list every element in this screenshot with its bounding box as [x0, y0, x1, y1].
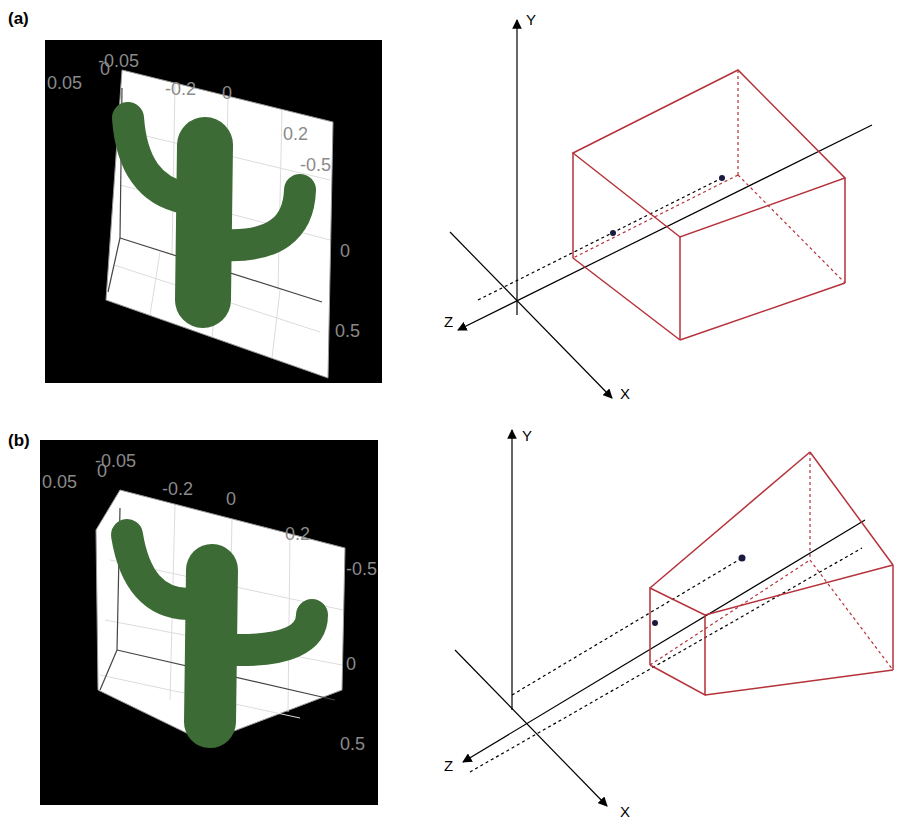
- tick-label: 0: [346, 655, 356, 673]
- cactus: [128, 118, 300, 300]
- tick-label: -0.5: [300, 156, 331, 174]
- tick-label: 0: [340, 242, 350, 260]
- tick-label: 0.2: [285, 525, 310, 543]
- axis-label: Y: [526, 12, 536, 27]
- tick-label: 0: [226, 490, 236, 508]
- axis-label: X: [620, 386, 630, 401]
- tick-label: 0.5: [340, 735, 365, 753]
- tick-label: 0: [100, 60, 110, 78]
- tick-label: 0.05: [47, 74, 82, 92]
- tick-label: -0.5: [346, 560, 377, 578]
- plot-panel: [40, 440, 378, 805]
- plot-panel: [45, 40, 382, 383]
- axis-label: Z: [444, 758, 453, 773]
- axis-label: Z: [444, 314, 453, 329]
- panel-label: (b): [8, 432, 30, 449]
- tick-label: -0.2: [162, 480, 193, 498]
- tick-label: 0: [97, 462, 107, 480]
- tick-label: 0.2: [283, 125, 308, 143]
- frustum-diagram: [455, 430, 893, 806]
- panel-label: (a): [8, 10, 29, 27]
- axis-label: Y: [522, 428, 532, 443]
- tick-label: -0.2: [165, 80, 196, 98]
- ortho-diagram: [450, 20, 872, 398]
- tick-label: 0.05: [42, 473, 77, 491]
- cactus: [127, 535, 312, 722]
- tick-label: 0: [222, 84, 232, 102]
- tick-label: 0.5: [335, 322, 360, 340]
- axis-label: X: [620, 804, 630, 819]
